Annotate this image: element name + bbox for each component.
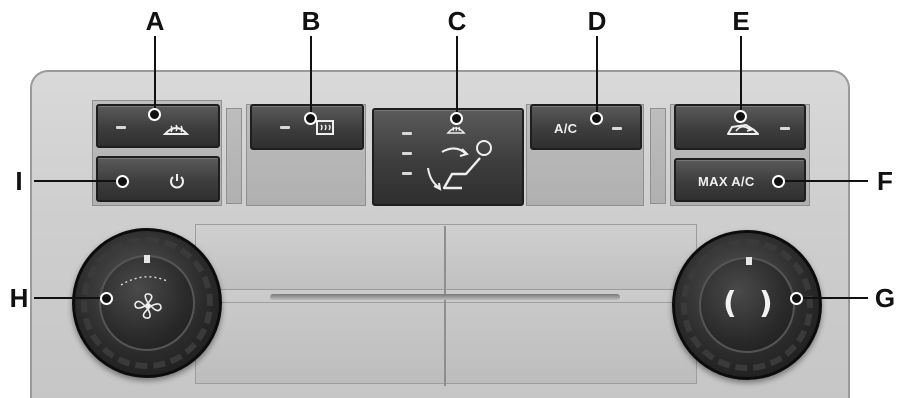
defrost-mode-icon xyxy=(446,120,466,141)
airflow-indicator-2 xyxy=(402,152,412,155)
temperature-knob-grip xyxy=(681,239,813,371)
leader-c xyxy=(456,36,458,118)
leader-c-dot xyxy=(450,112,463,125)
callout-d: D xyxy=(587,6,607,36)
fan-icon xyxy=(131,291,165,326)
callout-h: H xyxy=(9,283,29,313)
cool-symbol-icon: ( xyxy=(723,286,737,321)
callout-i: I xyxy=(15,166,23,196)
leader-i-dot xyxy=(116,175,129,188)
temperature-knob-face: ( ) xyxy=(699,257,795,353)
leader-d-dot xyxy=(590,112,603,125)
callout-a: A xyxy=(145,6,165,36)
leader-g-dot xyxy=(790,292,803,305)
leader-h-dot xyxy=(100,292,113,305)
fan-knob-grip xyxy=(81,237,213,369)
callout-c: C xyxy=(447,6,467,36)
front-defrost-indicator xyxy=(116,126,126,129)
max-ac-label: MAX A/C xyxy=(698,174,755,189)
front-defrost-button[interactable] xyxy=(96,104,220,148)
ac-button[interactable]: A/C xyxy=(530,104,642,150)
temperature-knob-marker xyxy=(746,257,752,265)
ac-label: A/C xyxy=(554,121,578,136)
leader-g xyxy=(796,297,868,299)
temperature-knob[interactable]: ( ) xyxy=(672,230,822,380)
airflow-mode-button[interactable] xyxy=(372,108,524,206)
ac-indicator xyxy=(612,127,622,130)
center-lower-trim xyxy=(195,302,697,384)
callout-g: G xyxy=(874,283,896,313)
airflow-indicator-3 xyxy=(402,172,412,175)
recirculation-icon xyxy=(726,118,760,145)
leader-b xyxy=(310,36,312,118)
callout-b: B xyxy=(301,6,321,36)
center-upper-trim xyxy=(195,224,697,290)
callout-e: E xyxy=(732,6,750,36)
rear-defrost-indicator xyxy=(280,126,290,129)
fan-knob-face xyxy=(99,255,195,351)
leader-d xyxy=(596,36,598,118)
airflow-indicator-1 xyxy=(402,132,412,135)
divider-right xyxy=(650,108,666,204)
windshield-defrost-icon xyxy=(162,116,190,145)
leader-i xyxy=(34,180,122,182)
leader-h xyxy=(34,297,106,299)
leader-a-dot xyxy=(148,108,161,121)
leader-f xyxy=(776,180,868,182)
leader-e xyxy=(740,36,742,118)
airflow-mode-icon xyxy=(422,138,502,201)
recirculation-indicator xyxy=(780,127,790,130)
callout-f: F xyxy=(877,166,893,196)
power-icon xyxy=(168,172,186,195)
warm-symbol-icon: ) xyxy=(759,286,773,321)
power-button[interactable] xyxy=(96,156,220,202)
fan-speed-scale-icon xyxy=(119,271,169,292)
divider-left xyxy=(226,108,242,204)
fan-knob-marker xyxy=(144,255,150,263)
center-divider xyxy=(444,226,446,386)
leader-f-dot xyxy=(772,175,785,188)
fan-speed-knob[interactable] xyxy=(72,228,222,378)
leader-a xyxy=(154,36,156,114)
leader-b-dot xyxy=(304,112,317,125)
center-chrome-bar xyxy=(270,294,620,300)
leader-e-dot xyxy=(734,110,747,123)
rear-defrost-icon xyxy=(314,118,338,145)
rear-defrost-button[interactable] xyxy=(250,104,364,150)
